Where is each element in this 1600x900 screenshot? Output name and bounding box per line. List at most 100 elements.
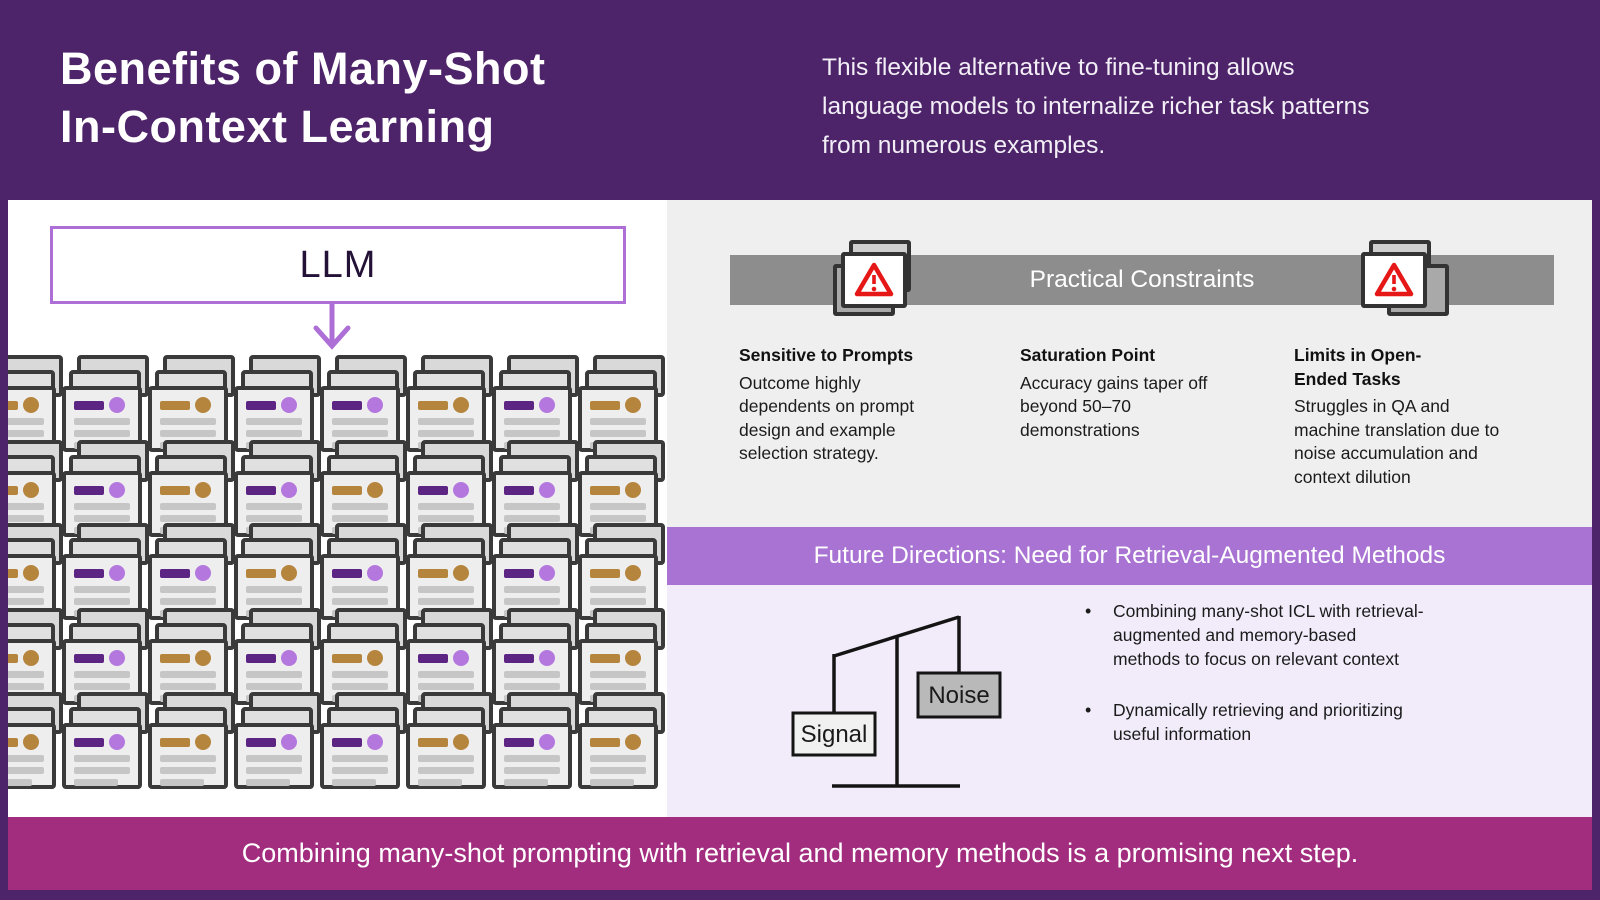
doc-text-line — [8, 683, 44, 690]
doc-text-line — [418, 503, 474, 510]
doc-dot — [367, 734, 383, 750]
doc-text-line — [160, 430, 216, 437]
doc-text-line — [246, 767, 302, 774]
doc-title-bar — [590, 737, 620, 747]
doc-text-line — [246, 418, 302, 425]
doc-text-line — [332, 671, 388, 678]
warning-front-card — [1361, 252, 1427, 308]
future-directions-label: Future Directions: Need for Retrieval-Au… — [813, 542, 1446, 569]
doc-dot — [453, 482, 469, 498]
doc-header — [590, 482, 646, 498]
doc-text-line — [332, 586, 388, 593]
doc-header — [246, 482, 302, 498]
doc-dot — [23, 482, 39, 498]
doc-text-line — [160, 683, 216, 690]
document-icon — [320, 523, 408, 623]
doc-text-line — [160, 503, 216, 510]
doc-text-line — [590, 515, 646, 522]
doc-title-bar — [74, 400, 104, 410]
document-icon — [320, 440, 408, 540]
doc-text-line — [590, 767, 646, 774]
doc-header — [160, 397, 216, 413]
doc-title-bar — [332, 485, 362, 495]
doc-text-line — [504, 418, 560, 425]
doc-title-bar — [8, 400, 18, 410]
doc-text-line — [246, 503, 302, 510]
doc-title-bar — [160, 653, 190, 663]
doc-title-bar — [504, 485, 534, 495]
doc-dot — [539, 734, 555, 750]
document-icon — [62, 692, 150, 792]
doc-header — [418, 482, 474, 498]
doc-dot — [195, 650, 211, 666]
doc-header — [332, 397, 388, 413]
doc-text-line — [74, 671, 130, 678]
doc-text-line — [590, 503, 646, 510]
warning-triangle-icon — [1374, 262, 1414, 297]
subtitle-line: This flexible alternative to fine-tuning… — [822, 54, 1295, 81]
future-bullet: Combining many-shot ICL with retrieval-a… — [1075, 599, 1427, 671]
doc-text-line — [160, 418, 216, 425]
doc-dot — [367, 397, 383, 413]
document-icon — [578, 608, 666, 708]
doc-header — [504, 650, 560, 666]
doc-header — [8, 650, 44, 666]
doc-title-bar — [418, 737, 448, 747]
doc-text-line — [160, 755, 216, 762]
subtitle-line: from numerous examples. — [822, 132, 1106, 159]
right-panel: Practical Constraints — [667, 200, 1592, 817]
doc-dot — [367, 482, 383, 498]
doc-text-line — [504, 503, 560, 510]
doc-header — [504, 734, 560, 750]
doc-text-line — [8, 779, 32, 786]
doc-text-line — [74, 598, 130, 605]
doc-dot — [539, 650, 555, 666]
doc-text-line — [332, 683, 388, 690]
doc-header — [418, 734, 474, 750]
doc-title-bar — [332, 653, 362, 663]
doc-text-line — [590, 779, 634, 786]
doc-dot — [109, 650, 125, 666]
doc-dot — [281, 565, 297, 581]
document-icon — [62, 608, 150, 708]
doc-dot — [539, 397, 555, 413]
signal-noise-balance-icon: Signal Noise — [791, 615, 1002, 788]
document-icon — [320, 692, 408, 792]
page-title: Benefits of Many-Shot In-Context Learnin… — [60, 40, 546, 156]
doc-header — [332, 482, 388, 498]
constraint-body: Struggles in QA and machine translation … — [1294, 396, 1500, 487]
doc-text-line — [332, 515, 388, 522]
doc-front-card — [8, 723, 56, 789]
doc-text-line — [418, 779, 462, 786]
doc-title-bar — [418, 485, 448, 495]
subtitle-line: language models to internalize richer ta… — [822, 93, 1370, 120]
doc-title-bar — [590, 653, 620, 663]
doc-front-card — [492, 723, 572, 789]
doc-text-line — [246, 598, 302, 605]
doc-header — [74, 397, 130, 413]
doc-dot — [23, 397, 39, 413]
document-icon — [8, 523, 64, 623]
warning-front-card — [841, 252, 907, 308]
doc-header — [160, 734, 216, 750]
doc-header — [504, 397, 560, 413]
future-directions-banner: Future Directions: Need for Retrieval-Au… — [667, 527, 1592, 585]
doc-text-line — [74, 430, 130, 437]
document-icon — [406, 692, 494, 792]
doc-header — [8, 397, 44, 413]
doc-header — [332, 734, 388, 750]
doc-text-line — [8, 767, 44, 774]
footer-text: Combining many-shot prompting with retri… — [241, 838, 1359, 868]
document-icon — [492, 608, 580, 708]
doc-dot — [453, 397, 469, 413]
constraint-body: Accuracy gains taper off beyond 50–70 de… — [1020, 372, 1208, 440]
doc-text-line — [74, 503, 130, 510]
doc-dot — [367, 565, 383, 581]
doc-title-bar — [8, 568, 18, 578]
doc-dot — [109, 482, 125, 498]
doc-dot — [367, 650, 383, 666]
document-icon — [234, 692, 322, 792]
doc-header — [74, 565, 130, 581]
doc-text-line — [332, 418, 388, 425]
